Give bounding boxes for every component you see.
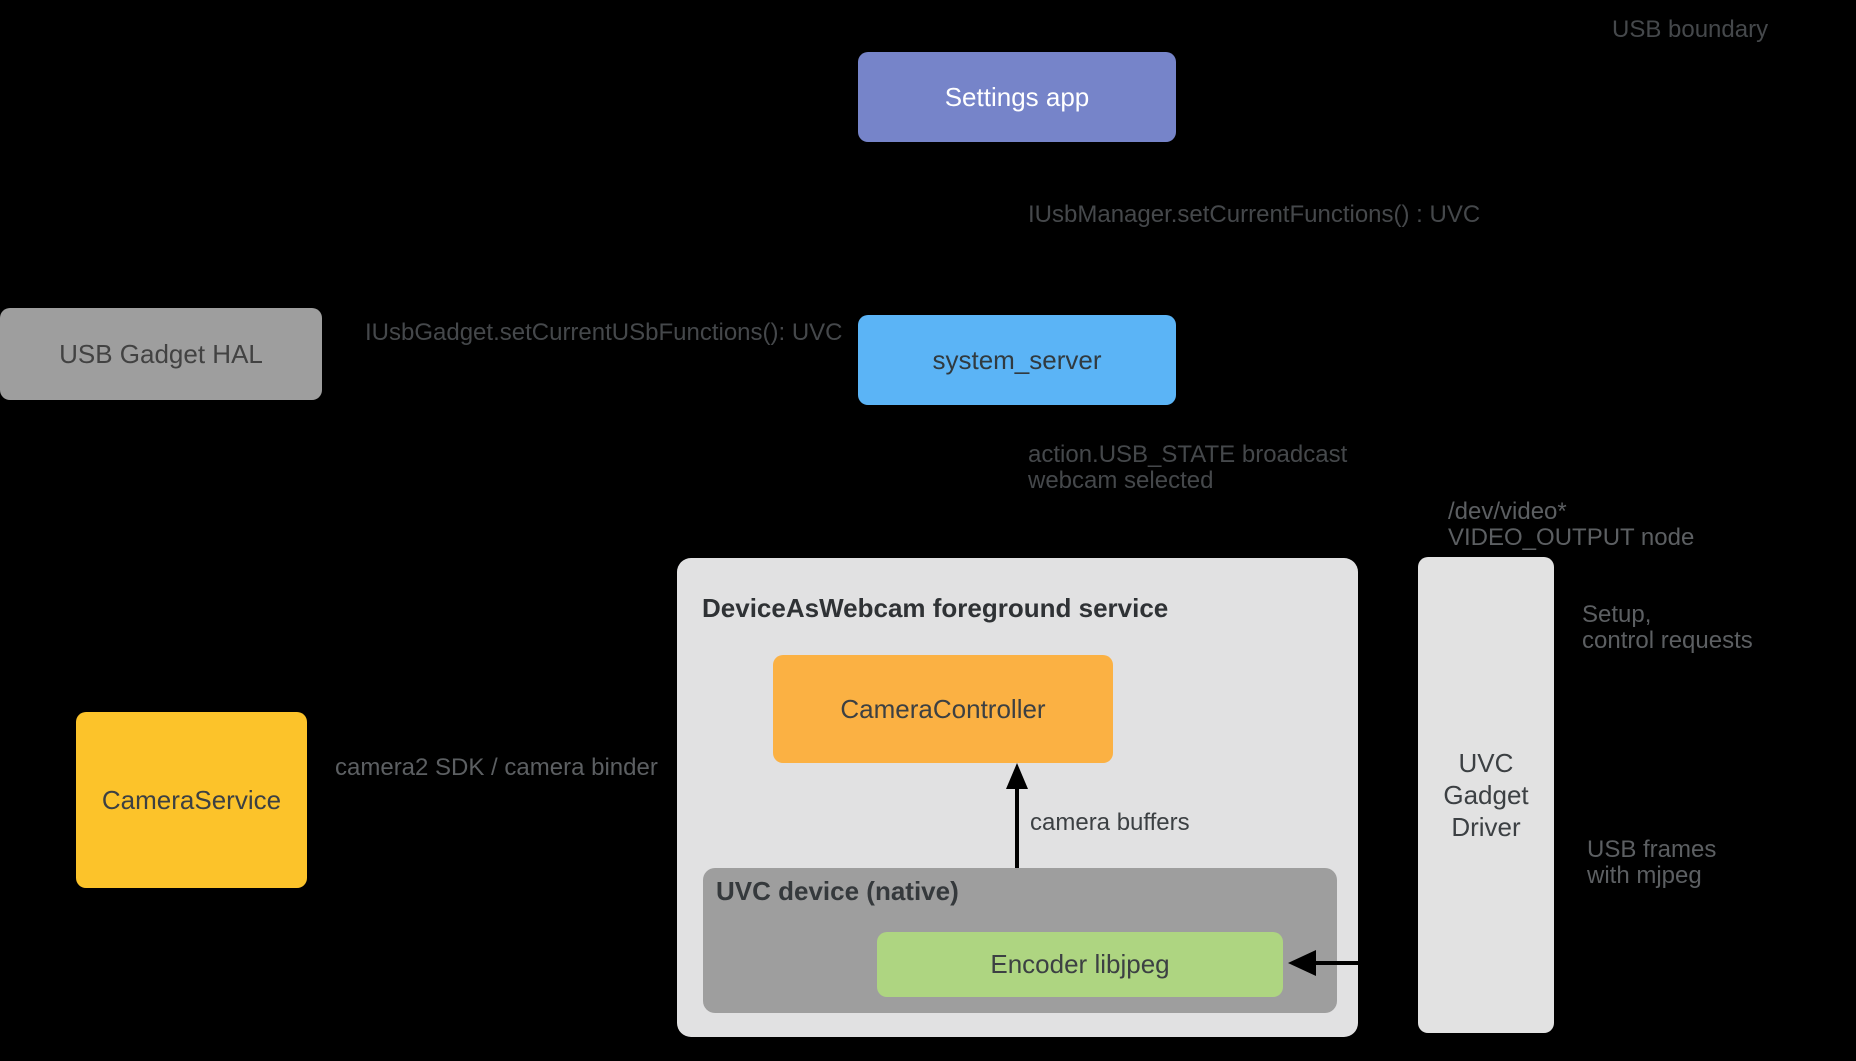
camera-buffers-label: camera buffers bbox=[1030, 809, 1190, 836]
uvc-gadget-driver-label: UVC Gadget Driver bbox=[1443, 748, 1529, 842]
camera-service-label: CameraService bbox=[101, 784, 282, 815]
system-server-box: system_server bbox=[858, 315, 1176, 405]
systemserver-to-usbhal-arrowhead bbox=[328, 344, 356, 370]
settings-to-systemserver-arrowhead bbox=[1003, 288, 1025, 314]
usb-boundary-label: USB boundary bbox=[1612, 16, 1769, 43]
setup-control-requests-label: Setup, control requests bbox=[1582, 601, 1753, 654]
usb-frames-mjpeg-label: USB frames with mjpeg bbox=[1587, 836, 1717, 889]
systemserver-to-webcam-arrowhead bbox=[1003, 526, 1025, 552]
usb-gadget-hal-box: USB Gadget HAL bbox=[0, 308, 322, 400]
dev-video-node-label: /dev/video* VIDEO_OUTPUT node bbox=[1448, 498, 1695, 551]
systemserver-to-webcam-arrow bbox=[1014, 407, 1018, 528]
uvc-device-native-title: UVC device (native) bbox=[716, 876, 959, 906]
iusbmanager-call-label: IUsbManager.setCurrentFunctions() : UVC bbox=[1028, 201, 1481, 228]
settings-app-label: Settings app bbox=[944, 81, 1090, 112]
encoder-libjpeg-box: Encoder libjpeg bbox=[877, 932, 1283, 997]
camera-buffers-arrow bbox=[1015, 773, 1019, 918]
camera-controller-label: CameraController bbox=[840, 693, 1046, 724]
settings-to-systemserver-arrow bbox=[1014, 146, 1018, 276]
usb-frames-arrow bbox=[1314, 961, 1418, 965]
uvc-device-native-container: UVC device (native) Encoder libjpeg bbox=[703, 868, 1337, 1013]
usb-frames-arrowhead bbox=[1288, 950, 1316, 976]
camera-service-box: CameraService bbox=[76, 712, 307, 888]
system-server-label: system_server bbox=[932, 344, 1102, 375]
device-as-webcam-container: DeviceAsWebcam foreground service Camera… bbox=[677, 558, 1358, 1037]
cameraservice-to-webcam-arrow bbox=[308, 797, 654, 801]
camera2-sdk-label: camera2 SDK / camera binder bbox=[335, 754, 658, 781]
encoder-libjpeg-label: Encoder libjpeg bbox=[990, 949, 1170, 979]
camera-controller-box: CameraController bbox=[773, 655, 1113, 763]
settings-app-box: Settings app bbox=[858, 52, 1176, 142]
usb-state-broadcast-label: action.USB_STATE broadcast webcam select… bbox=[1028, 441, 1348, 494]
systemserver-to-usbhal-arrow bbox=[354, 355, 857, 359]
uvc-gadget-driver-box: UVC Gadget Driver bbox=[1418, 557, 1554, 1033]
iusbgadget-call-label: IUsbGadget.setCurrentUSbFunctions(): UVC bbox=[365, 319, 843, 346]
usb-gadget-hal-label: USB Gadget HAL bbox=[59, 338, 263, 369]
camera-buffers-arrowhead-up bbox=[1006, 763, 1028, 789]
device-as-webcam-title: DeviceAsWebcam foreground service bbox=[702, 593, 1169, 623]
cameraservice-to-webcam-arrowhead bbox=[648, 786, 676, 812]
